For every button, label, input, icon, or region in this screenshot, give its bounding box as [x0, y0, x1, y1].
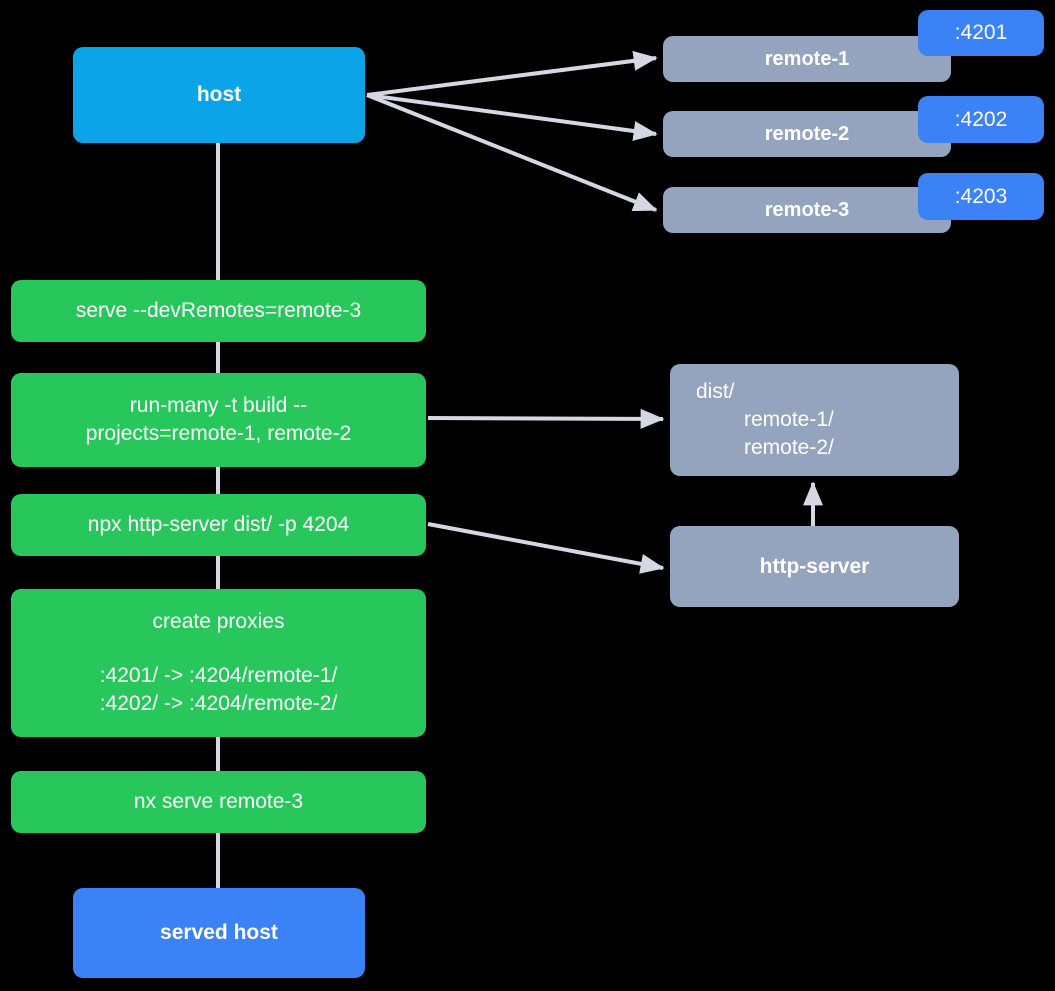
- port-badge-remote-3-label: :4203: [954, 184, 1008, 208]
- node-remote-1[interactable]: remote-1: [663, 36, 951, 82]
- node-served-host[interactable]: served host: [73, 888, 365, 978]
- dist-child-remote-1: remote-1/: [744, 408, 834, 432]
- node-command-run-many[interactable]: run-many -t build -- projects=remote-1, …: [11, 373, 426, 467]
- edge-host-to-remote-3: [366, 93, 658, 212]
- edge-host-to-remote-1: [366, 50, 658, 97]
- node-command-create-proxies[interactable]: create proxies :4201/ -> :4204/remote-1/…: [11, 589, 426, 737]
- node-served-host-label: served host: [160, 921, 278, 945]
- node-remote-3-label: remote-3: [764, 198, 850, 221]
- node-http-server[interactable]: http-server: [670, 526, 959, 607]
- port-badge-remote-3[interactable]: :4203: [918, 173, 1044, 220]
- dist-child-remote-2: remote-2/: [744, 435, 834, 459]
- port-badge-remote-2[interactable]: :4202: [918, 96, 1044, 143]
- node-host[interactable]: host: [73, 47, 365, 143]
- node-remote-2-label: remote-2: [764, 122, 850, 145]
- node-http-server-label: http-server: [759, 554, 870, 578]
- node-remote-3[interactable]: remote-3: [663, 187, 951, 233]
- port-badge-remote-1[interactable]: :4201: [918, 10, 1044, 56]
- node-command-run-many-line2: projects=remote-1, remote-2: [85, 422, 352, 445]
- node-command-serve-remote[interactable]: serve --devRemotes=remote-3: [11, 280, 426, 342]
- node-command-run-many-line1: run-many -t build --: [129, 394, 308, 418]
- node-command-create-proxies-title: create proxies: [152, 610, 285, 634]
- proxy-mapping-1: :4201/ -> :4204/remote-1/: [99, 664, 338, 688]
- port-badge-remote-1-label: :4201: [954, 21, 1008, 45]
- dist-root-label: dist/: [696, 380, 735, 404]
- node-command-nx-serve-remote-3-label: nx serve remote-3: [133, 790, 304, 814]
- node-command-serve-remote-label: serve --devRemotes=remote-3: [75, 299, 362, 323]
- node-command-npx-http-server[interactable]: npx http-server dist/ -p 4204: [11, 494, 426, 556]
- node-remote-1-label: remote-1: [764, 47, 850, 70]
- port-badge-remote-2-label: :4202: [954, 107, 1008, 131]
- node-host-label: host: [196, 83, 242, 107]
- proxy-mapping-2: :4202/ -> :4204/remote-2/: [99, 691, 338, 715]
- edge-host-to-remote-2: [366, 93, 658, 141]
- node-dist-folder[interactable]: dist/ remote-1/ remote-2/: [670, 364, 959, 476]
- edge-npx-http-to-http-server: [427, 522, 665, 574]
- node-command-nx-serve-remote-3[interactable]: nx serve remote-3: [11, 771, 426, 833]
- node-remote-2[interactable]: remote-2: [663, 111, 951, 157]
- edge-run-many-to-dist: [427, 408, 665, 429]
- node-command-npx-http-server-label: npx http-server dist/ -p 4204: [87, 513, 350, 537]
